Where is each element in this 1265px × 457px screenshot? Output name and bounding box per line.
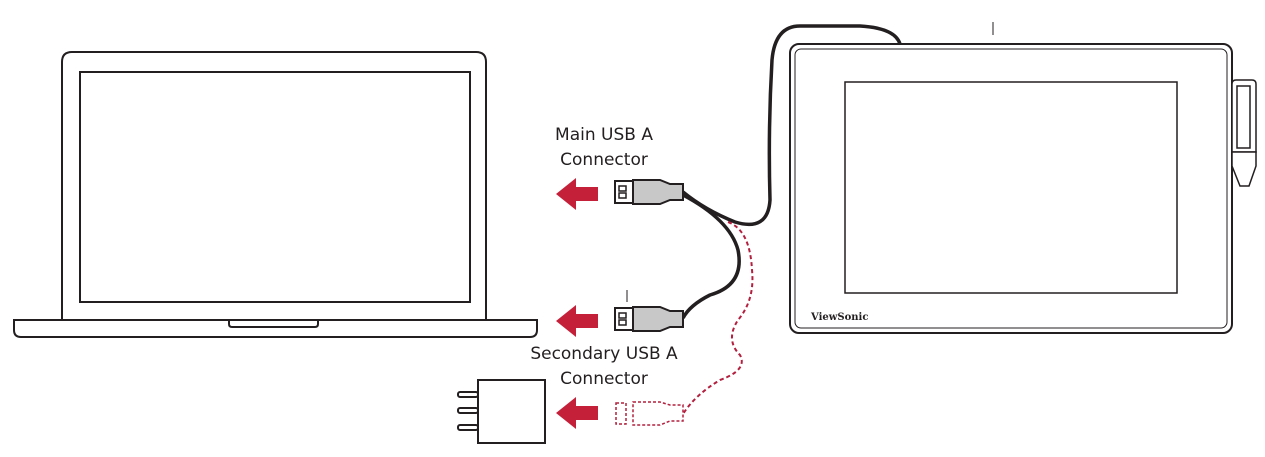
label-line: Connector [560, 150, 648, 170]
pen-display-icon [789, 43, 1233, 334]
arrow-left-icon [556, 305, 598, 337]
power-adapter-icon [457, 379, 546, 444]
arrow-left-icon [556, 178, 598, 210]
laptop-icon [13, 51, 538, 338]
usb-a-connector-icon [614, 306, 684, 332]
main-connector-label: Main USB A Connector [494, 123, 714, 173]
label-line: Main USB A [555, 125, 653, 145]
usb-a-connector-icon [614, 179, 684, 205]
secondary-connector-label: Secondary USB A Connector [494, 342, 714, 392]
power-usb-connector-icon [615, 401, 684, 426]
arrow-left-icon [556, 397, 598, 429]
usb-cable [681, 24, 902, 319]
power-cable [682, 221, 754, 415]
label-line: Secondary USB A [530, 344, 678, 364]
brand-logo: ViewSonic [811, 312, 869, 323]
label-line: Connector [560, 369, 648, 389]
stylus-icon [1231, 79, 1257, 187]
